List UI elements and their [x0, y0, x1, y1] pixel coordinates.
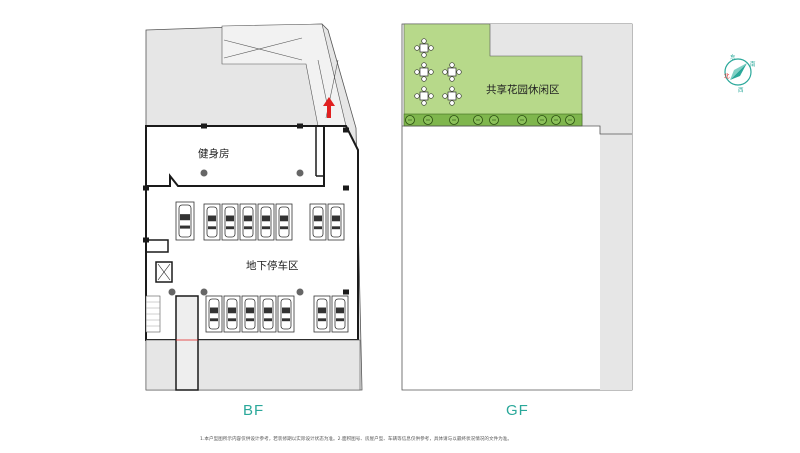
- column-icon: [143, 237, 149, 243]
- car-icon: [223, 295, 241, 333]
- car-icon: [175, 201, 195, 241]
- table-icon: [442, 86, 462, 106]
- car-icon: [331, 295, 349, 333]
- compass-west: 西: [738, 88, 744, 94]
- bf-floor-label: BF: [243, 402, 265, 419]
- car-icon: [259, 295, 277, 333]
- garden-label: 共享花园休闲区: [486, 84, 560, 96]
- column-icon: [168, 288, 176, 296]
- car-icon: [221, 203, 239, 241]
- gf-grey-block: [490, 24, 632, 390]
- tree-icon: [551, 115, 561, 125]
- column-icon: [143, 185, 149, 191]
- column-icon: [343, 185, 349, 191]
- tree-icon: [449, 115, 459, 125]
- column-icon: [201, 123, 207, 129]
- gym-label: 健身房: [198, 148, 230, 160]
- column-icon: [200, 288, 208, 296]
- car-icon: [313, 295, 331, 333]
- car-icon: [239, 203, 257, 241]
- column-icon: [296, 169, 304, 177]
- tree-icon: [405, 115, 415, 125]
- column-icon: [200, 169, 208, 177]
- car-icon: [257, 203, 275, 241]
- bf-plan: [143, 23, 363, 391]
- car-icon: [275, 203, 293, 241]
- tree-icon: [473, 115, 483, 125]
- compass-north: 北: [724, 74, 730, 80]
- bf-elevator-x: [157, 263, 171, 281]
- column-icon: [297, 123, 303, 129]
- tree-icon: [423, 115, 433, 125]
- arrow-up-icon: [323, 97, 335, 118]
- table-icon: [414, 86, 434, 106]
- tree-icon: [489, 115, 499, 125]
- parking-label: 地下停车区: [246, 260, 299, 272]
- table-icon: [414, 62, 434, 82]
- tree-icon: [517, 115, 527, 125]
- car-icon: [203, 203, 221, 241]
- bf-left-wall: [146, 239, 169, 253]
- gf-plan: [401, 23, 633, 391]
- bf-stair-well: [175, 295, 199, 391]
- footnote: 1.本户型图所示内容仅供设计参考，若装修期以实际设计状态为准。2.面积图号、房屋…: [200, 437, 512, 442]
- gf-building-outline: [402, 125, 632, 135]
- compass-south: 南: [750, 62, 756, 68]
- compass-east: 东: [730, 55, 736, 61]
- compass-icon: [724, 58, 752, 86]
- column-icon: [343, 127, 349, 133]
- car-icon: [205, 295, 223, 333]
- car-icon: [309, 203, 327, 241]
- column-icon: [296, 288, 304, 296]
- car-icon: [241, 295, 259, 333]
- bf-ramp-line: [223, 39, 303, 61]
- tree-icon: [537, 115, 547, 125]
- table-icon: [442, 62, 462, 82]
- car-icon: [277, 295, 295, 333]
- table-icon: [414, 38, 434, 58]
- bf-ramp-line: [223, 37, 303, 59]
- gf-floor-label: GF: [506, 402, 529, 419]
- tree-icon: [565, 115, 575, 125]
- car-icon: [327, 203, 345, 241]
- column-icon: [343, 289, 349, 295]
